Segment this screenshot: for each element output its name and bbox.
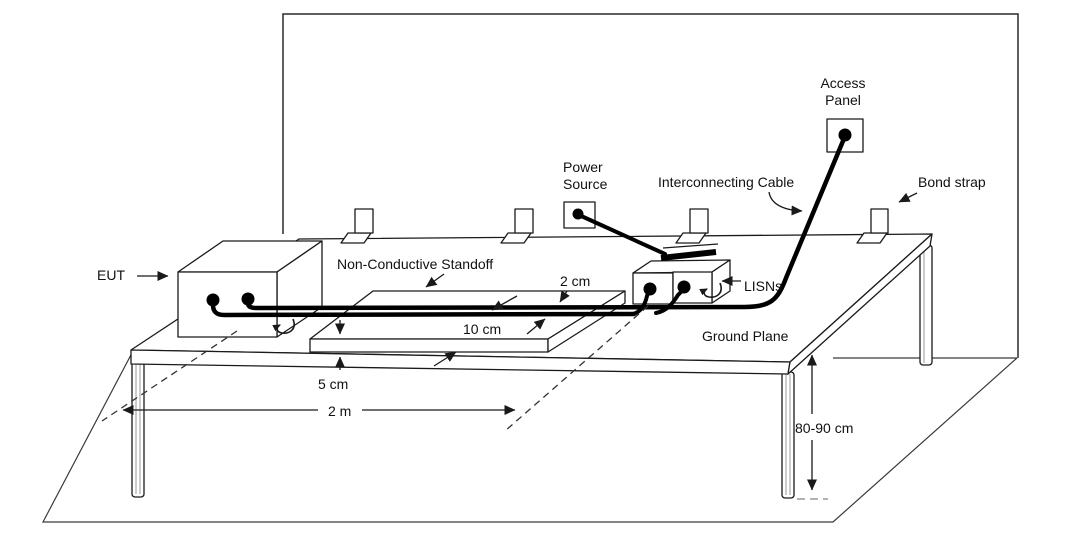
lisns-label: LISNs bbox=[744, 278, 782, 294]
dim-10cm-label: 10 cm bbox=[463, 321, 501, 337]
dimension-5cm: 5 cm bbox=[318, 320, 348, 392]
bracket-plate bbox=[354, 208, 374, 234]
back-wall-outline bbox=[282, 13, 1019, 358]
bond-strap-bracket-3 bbox=[675, 208, 709, 244]
bond-strap-bracket-4 bbox=[856, 208, 889, 244]
interconnecting-cable-label: Interconnecting Cable bbox=[658, 174, 794, 190]
access-panel-label-line1: Access bbox=[820, 75, 865, 91]
lisn-left-connector bbox=[643, 282, 657, 296]
dim-5cm-label: 5 cm bbox=[318, 376, 348, 392]
bond-straps bbox=[340, 208, 889, 244]
dimension-height: 80-90 cm bbox=[795, 354, 853, 491]
power-source-connector bbox=[572, 208, 584, 220]
eut-connector-right bbox=[241, 292, 255, 306]
dimension-10cm: 10 cm bbox=[433, 318, 546, 367]
lisn-power-bar-edge bbox=[662, 243, 719, 249]
bench-right-face bbox=[787, 233, 933, 375]
projection-right bbox=[504, 305, 649, 432]
power-source-lead bbox=[577, 213, 667, 256]
front-right-leg bbox=[781, 371, 795, 499]
lisn-bond-symbol bbox=[699, 282, 722, 298]
interconnecting-cable-leader bbox=[768, 191, 803, 216]
labels: EUT Non-Conductive Standoff Power Source… bbox=[97, 75, 986, 344]
standoff-leader-arrow bbox=[425, 273, 445, 288]
dim-2cm-label: 2 cm bbox=[560, 273, 590, 289]
rear-right-leg bbox=[919, 244, 933, 366]
standoff-label: Non-Conductive Standoff bbox=[337, 256, 493, 272]
ground-bond-symbols bbox=[272, 282, 722, 334]
dim-2cm-cable-arrow bbox=[491, 295, 518, 311]
eut-label: EUT bbox=[97, 267, 125, 283]
power-source-label-line2: Source bbox=[563, 176, 608, 192]
bond-strap-bracket-1 bbox=[340, 208, 374, 244]
bracket-plate bbox=[514, 208, 534, 234]
bracket-plate bbox=[870, 208, 889, 234]
dim-2cm-arrow bbox=[559, 290, 570, 303]
dim-height-label: 80-90 cm bbox=[795, 420, 853, 436]
dim-10cm-upper-arrow bbox=[526, 318, 546, 335]
access-panel-label-line2: Panel bbox=[825, 92, 861, 108]
eut-connector-left bbox=[206, 293, 220, 307]
floor bbox=[42, 350, 1018, 523]
dimension-2cm: 2 cm bbox=[491, 273, 590, 311]
bracket-plate bbox=[689, 208, 709, 234]
bond-strap-label: Bond strap bbox=[918, 174, 986, 190]
back-wall bbox=[282, 13, 1019, 358]
front-left-leg bbox=[131, 361, 145, 498]
lisn-power-bar bbox=[660, 249, 717, 261]
dim-2m-label: 2 m bbox=[328, 403, 351, 419]
lisns-boxes bbox=[632, 259, 731, 305]
power-source-label-line1: Power bbox=[563, 159, 603, 175]
connectors bbox=[206, 128, 852, 307]
dim-10cm-lower-arrow bbox=[433, 351, 457, 367]
lisn-right-connector bbox=[677, 280, 691, 294]
eut-front bbox=[177, 271, 278, 338]
bond-strap-leader-arrow bbox=[898, 192, 918, 203]
eut-bond-symbol bbox=[272, 318, 295, 334]
floor-edge bbox=[42, 350, 1018, 523]
lisn-right-lead bbox=[654, 288, 685, 315]
standoff-front bbox=[309, 338, 549, 353]
access-panel-connector bbox=[838, 128, 852, 142]
lisn-left-lead bbox=[631, 289, 651, 316]
bond-strap-bracket-2 bbox=[500, 208, 534, 244]
dimension-2m: 2 m bbox=[122, 403, 516, 419]
ground-plane-label: Ground Plane bbox=[702, 328, 789, 344]
